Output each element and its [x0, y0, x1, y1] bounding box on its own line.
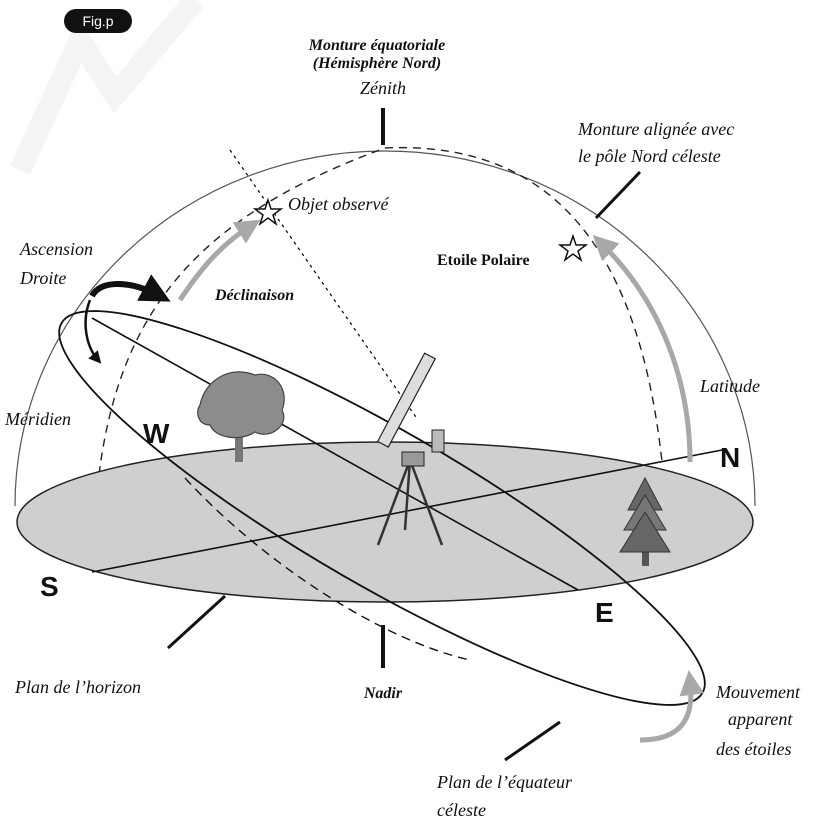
object-label: Objet observé	[288, 194, 389, 214]
right-ascension-arrow-tail	[84, 299, 102, 364]
ra-label-line-2: Droite	[19, 268, 66, 288]
title-line-1: Monture équatoriale	[308, 37, 445, 54]
polar-axis	[229, 149, 419, 421]
figure-badge-label: Fig.p	[82, 13, 113, 29]
ra-label-line-1: Ascension	[19, 239, 93, 259]
meridian-label: Méridien	[4, 409, 71, 429]
aligned-label-line-2: le pôle Nord céleste	[578, 146, 721, 166]
latitude-label: Latitude	[699, 376, 760, 396]
equator-hidden-segment	[184, 477, 471, 661]
deciduous-tree-icon	[197, 371, 285, 462]
equator-label-line-1: Plan de l’équateur	[436, 772, 573, 792]
polaris-star-icon	[557, 233, 589, 263]
nadir-label: Nadir	[363, 685, 403, 702]
zenith-label: Zénith	[360, 78, 406, 98]
telescope-icon	[376, 352, 445, 546]
declination-label: Déclinaison	[214, 287, 294, 304]
watermark	[10, 0, 204, 175]
north-label: N	[720, 442, 740, 473]
east-label: E	[595, 597, 614, 628]
equator-label-line-2: céleste	[437, 800, 486, 820]
figure-badge: Fig.p	[64, 9, 132, 33]
horizon-leader	[166, 594, 227, 650]
motion-label-line-2: apparent	[728, 709, 793, 729]
apparent-motion-arrow	[639, 670, 705, 743]
conifer-tree-icon	[619, 476, 671, 566]
west-east-axis	[91, 317, 579, 591]
right-ascension-arrow	[89, 274, 171, 302]
south-label: S	[40, 571, 59, 602]
motion-label-line-1: Mouvement	[715, 682, 801, 702]
declination-arrow	[177, 219, 261, 302]
horizon-plane-label: Plan de l’horizon	[14, 677, 141, 697]
west-label: W	[143, 418, 170, 449]
aligned-leader	[594, 170, 642, 220]
latitude-arrow	[592, 235, 693, 463]
motion-label-line-3: des étoiles	[716, 739, 791, 759]
equator-leader	[504, 720, 561, 762]
observed-object-star-icon	[252, 197, 284, 227]
polaris-label: Etoile Polaire	[437, 252, 530, 269]
aligned-label-line-1: Monture alignée avec	[577, 119, 734, 139]
title-line-2: (Hémisphère Nord)	[313, 55, 441, 72]
